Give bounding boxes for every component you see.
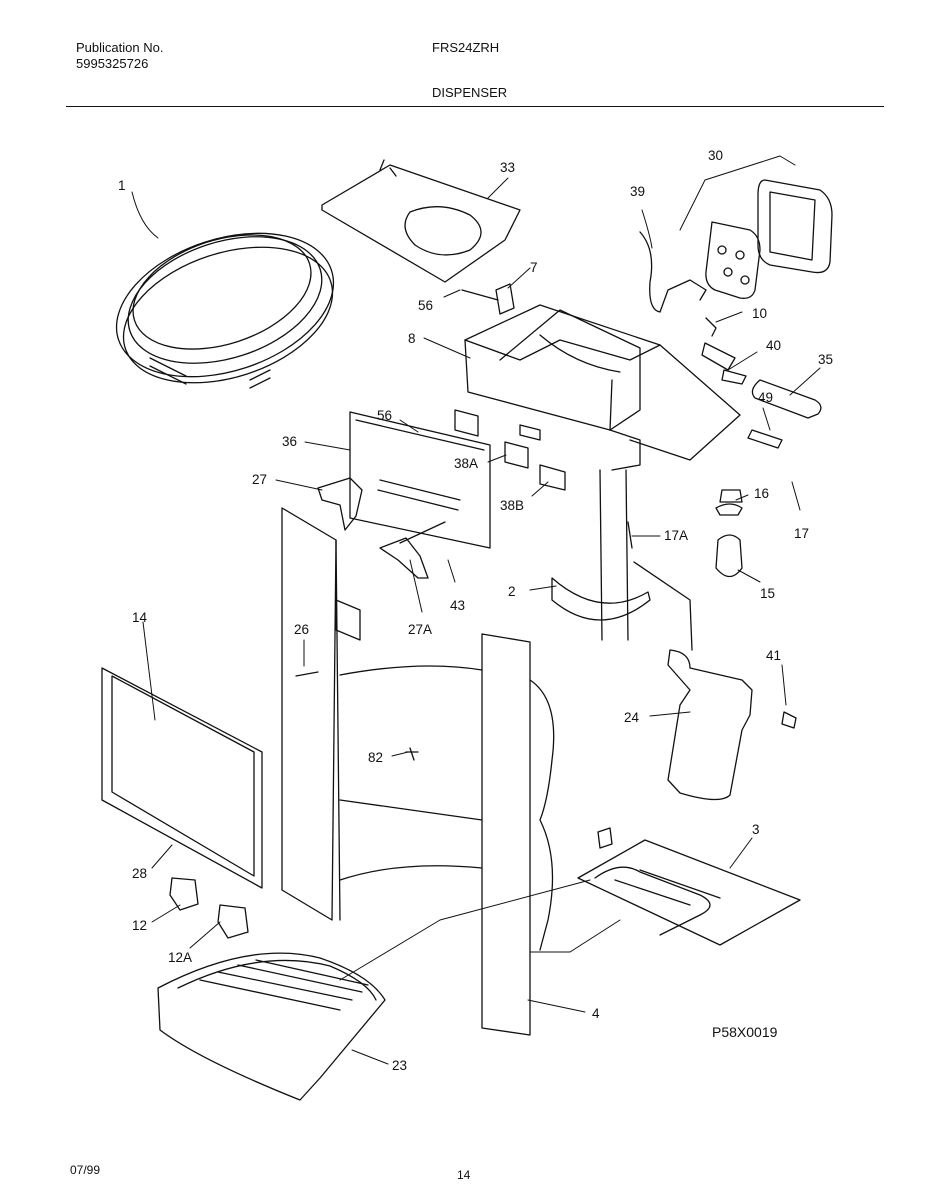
callout-17: 17 — [794, 526, 809, 541]
callout-7: 7 — [530, 260, 538, 275]
part-water-tube-coil — [115, 232, 335, 389]
callout-28: 28 — [132, 866, 147, 881]
part-support-column — [551, 469, 743, 651]
callout-27: 27 — [252, 472, 267, 487]
callout-2: 2 — [508, 584, 516, 599]
callout-56a: 56 — [418, 298, 433, 313]
callout-43: 43 — [450, 598, 465, 613]
part-ice-chute-housing — [464, 304, 741, 471]
section-title: DISPENSER — [432, 85, 508, 100]
callout-17a: 17A — [664, 528, 688, 543]
part-micro-switches — [454, 409, 566, 491]
callout-8: 8 — [408, 331, 416, 346]
callout-26: 26 — [294, 622, 309, 637]
page-number: 14 — [457, 1168, 471, 1182]
part-display-bezel — [101, 667, 263, 889]
part-heater-pad — [577, 827, 801, 946]
part-screw — [405, 747, 419, 761]
callout-14: 14 — [132, 610, 148, 625]
part-auger-motor — [705, 179, 833, 299]
callout-3: 3 — [752, 822, 760, 837]
publication-label: Publication No. — [76, 40, 164, 55]
publication-number: 5995325726 — [76, 56, 149, 71]
part-front-panel — [339, 633, 555, 1036]
part-switch-plate — [349, 411, 491, 549]
callout-27a: 27A — [408, 622, 432, 637]
callout-49: 49 — [758, 390, 773, 405]
callout-1: 1 — [118, 178, 126, 193]
part-actuator-arm — [667, 649, 797, 801]
drawing-code: P58X0019 — [712, 1024, 778, 1040]
callout-4: 4 — [592, 1006, 600, 1021]
callout-39: 39 — [630, 184, 645, 199]
model-number: FRS24ZRH — [432, 40, 500, 55]
footer-date: 07/99 — [70, 1163, 101, 1177]
callout-36: 36 — [282, 434, 297, 449]
part-wire-harness — [639, 231, 747, 385]
part-top-cover-plate — [321, 159, 521, 283]
header-rule — [66, 106, 884, 107]
callout-33: 33 — [500, 160, 515, 175]
callout-23: 23 — [392, 1058, 407, 1073]
callout-41: 41 — [766, 648, 781, 663]
part-small-bracket — [461, 283, 515, 315]
callout-12: 12 — [132, 918, 147, 933]
callout-35: 35 — [818, 352, 833, 367]
callout-38a: 38A — [454, 456, 478, 471]
callout-40: 40 — [766, 338, 781, 353]
callout-12a: 12A — [168, 950, 192, 965]
callout-24: 24 — [624, 710, 640, 725]
callout-38b: 38B — [500, 498, 524, 513]
part-side-panel — [281, 507, 361, 921]
callout-10: 10 — [752, 306, 767, 321]
callout-82: 82 — [368, 750, 383, 765]
part-clips — [169, 877, 249, 939]
callout-56b: 56 — [377, 408, 392, 423]
part-motor-shaft — [747, 379, 822, 449]
callout-15: 15 — [760, 586, 775, 601]
part-drip-tray — [157, 952, 386, 1101]
part-door-actuator — [317, 477, 446, 579]
callout-30: 30 — [708, 148, 723, 163]
leader-lines — [131, 155, 821, 1065]
callout-16: 16 — [754, 486, 769, 501]
